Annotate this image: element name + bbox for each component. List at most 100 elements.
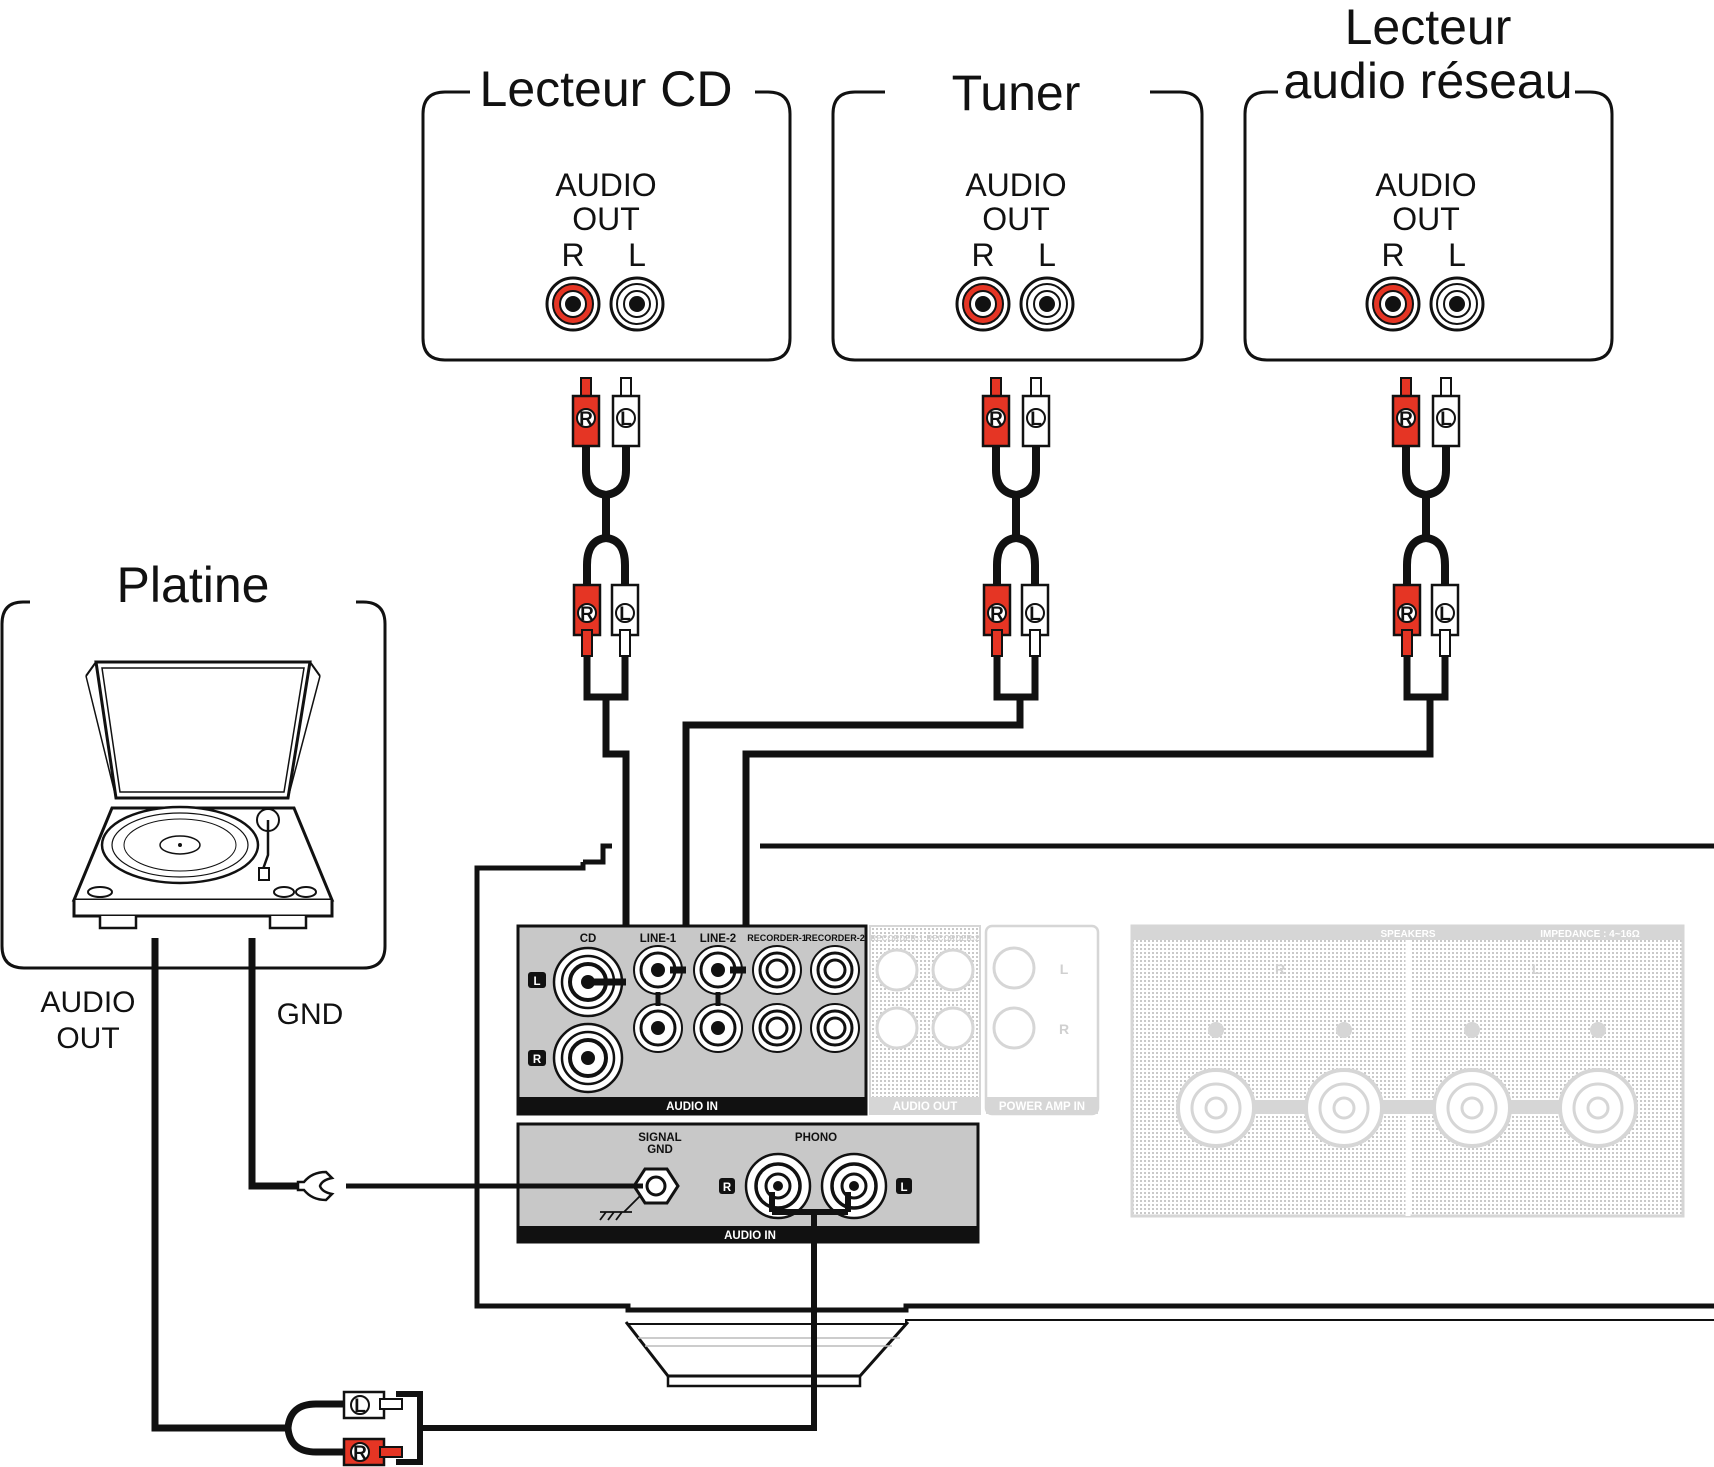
phono-label: PHONO — [795, 1132, 837, 1144]
network-jack-l[interactable] — [1429, 276, 1485, 332]
cd-plug-l-top: L — [611, 377, 641, 448]
network-audio-out-label-1: AUDIO — [1375, 167, 1476, 203]
power-amp-in-panel: POWER AMP IN L R — [984, 924, 1100, 1116]
audio-out-rec1-jack-l[interactable] — [875, 948, 919, 992]
tuner-jack-l[interactable] — [1019, 276, 1075, 332]
audio-out-recorder2-label: RECORDER-2 — [927, 934, 980, 943]
impedance-label: IMPEDANCE : 4~16Ω — [1540, 929, 1639, 940]
recorder2-jack-l[interactable] — [810, 945, 860, 995]
signal-gnd-label-1: SIGNAL — [638, 1132, 681, 1144]
tuner-plug-r-bottom-letter: R — [990, 604, 1004, 625]
line2-jack-l[interactable] — [693, 945, 743, 995]
speakers-label: SPEAKERS — [1380, 929, 1435, 940]
phono-jack-r[interactable] — [744, 1152, 812, 1220]
tuner-plug-r-top-letter: R — [989, 409, 1003, 430]
tuner-plug-l-top: L — [1021, 377, 1051, 448]
network-plug-l-bottom-letter: L — [1439, 604, 1451, 625]
cd-plug-r-bottom-letter: R — [580, 604, 594, 625]
audio-out-recorder1-label: RECORDER-1 — [871, 934, 924, 943]
network-player-title-line-1: Lecteur — [1345, 0, 1512, 55]
tuner-plug-r-top: R — [981, 377, 1011, 448]
network-plug-l-top: L — [1431, 377, 1461, 448]
phono-jack-l[interactable] — [820, 1152, 888, 1220]
cd-plug-r-top: R — [571, 377, 601, 448]
speaker-terminal-r-plus[interactable] — [1176, 1022, 1256, 1148]
phono-r-badge: R — [723, 1182, 732, 1194]
speaker-terminal-l-minus[interactable] — [1432, 1022, 1512, 1148]
turntable-plug-l: L — [342, 1390, 403, 1420]
turntable-plug-r: R — [342, 1437, 403, 1467]
recorder2-jack-r[interactable] — [810, 1003, 860, 1053]
recorder2-input-label: RECORDER-2 — [805, 933, 865, 943]
network-plug-l-bottom: L — [1430, 583, 1460, 657]
amplifier-body — [474, 843, 1714, 1388]
power-amp-in-footer: POWER AMP IN — [999, 1101, 1085, 1113]
audio-in-panel-footer: AUDIO IN — [666, 1101, 718, 1113]
cd-audio-out-label-1: AUDIO — [555, 167, 656, 203]
power-amp-jack-l[interactable] — [992, 946, 1036, 990]
cd-jack-r[interactable] — [545, 276, 601, 332]
speakers-panel: SPEAKERS IMPEDANCE : 4~16Ω R L — [1130, 924, 1685, 1218]
cd-player-box: Lecteur CD AUDIO OUT R L — [421, 61, 792, 362]
tuner-plug-l-bottom: L — [1020, 583, 1050, 657]
cd-plug-l-top-letter: L — [620, 409, 632, 430]
phono-panel-footer: AUDIO IN — [724, 1230, 776, 1242]
speaker-terminal-r-minus[interactable] — [1304, 1022, 1384, 1148]
tuner-audio-out-label-2: OUT — [982, 201, 1050, 237]
cd-plug-l-bottom-letter: L — [619, 604, 631, 625]
network-plug-r-top-letter: R — [1399, 409, 1413, 430]
tuner-r-label: R — [971, 237, 994, 273]
network-r-label: R — [1381, 237, 1404, 273]
cd-player-title: Lecteur CD — [480, 61, 733, 117]
tuner-box: Tuner AUDIO OUT R L — [831, 65, 1204, 362]
speaker-terminal-l-plus[interactable] — [1558, 1022, 1638, 1148]
cd-input-jack-r[interactable] — [552, 1022, 624, 1094]
spade-lug-icon — [296, 1170, 335, 1202]
power-amp-jack-r[interactable] — [992, 1006, 1036, 1050]
line2-jack-r[interactable] — [693, 1003, 743, 1053]
phono-panel: AUDIO IN SIGNAL GND PHONO R L — [516, 1122, 980, 1244]
recorder1-input-label: RECORDER-1 — [747, 933, 807, 943]
cd-r-label: R — [561, 237, 584, 273]
turntable-title: Platine — [117, 557, 270, 613]
network-plug-l-top-letter: L — [1440, 409, 1452, 430]
turntable-audio-out-label-1: AUDIO — [40, 986, 135, 1019]
network-plug-r-bottom-letter: R — [1400, 604, 1414, 625]
tuner-audio-out-label-1: AUDIO — [965, 167, 1066, 203]
audio-out-rec2-jack-l[interactable] — [931, 948, 975, 992]
speakers-l-label: L — [1532, 961, 1541, 977]
cd-l-label: L — [628, 237, 646, 273]
power-amp-l-label: L — [1060, 961, 1069, 977]
turntable-plug-r-letter: R — [353, 1443, 367, 1464]
cd-audio-out-label-2: OUT — [572, 201, 640, 237]
turntable-box: Platine — [0, 557, 387, 970]
audio-out-rec1-jack-r[interactable] — [875, 1006, 919, 1050]
tuner-plug-l-top-letter: L — [1030, 409, 1042, 430]
line1-jack-l[interactable] — [633, 945, 683, 995]
network-plug-r-top: R — [1391, 377, 1421, 448]
signal-gnd-label-2: GND — [647, 1144, 673, 1156]
audio-out-rec2-jack-r[interactable] — [931, 1006, 975, 1050]
recorder1-jack-r[interactable] — [752, 1003, 802, 1053]
network-player-title-line-2: audio réseau — [1283, 53, 1572, 109]
cd-input-label: CD — [580, 933, 597, 945]
cd-jack-l[interactable] — [609, 276, 665, 332]
cd-plug-r-top-letter: R — [579, 409, 593, 430]
tuner-plug-r-bottom: R — [982, 583, 1012, 657]
recorder1-jack-l[interactable] — [752, 945, 802, 995]
cd-plug-r-bottom: R — [572, 583, 602, 657]
audio-out-panel-footer: AUDIO OUT — [893, 1101, 958, 1113]
tuner-title: Tuner — [952, 65, 1081, 121]
network-plug-r-bottom: R — [1392, 583, 1422, 657]
line1-jack-r[interactable] — [633, 1003, 683, 1053]
network-player-box: Lecteur audio réseau AUDIO OUT R L — [1243, 0, 1614, 362]
tuner-jack-r[interactable] — [955, 276, 1011, 332]
ground-symbol-icon — [599, 1195, 641, 1221]
audio-in-l-badge: L — [533, 976, 540, 988]
signal-gnd-terminal[interactable] — [632, 1167, 680, 1205]
speakers-r-label: R — [1275, 961, 1285, 977]
turntable-icon — [71, 660, 335, 930]
network-jack-r[interactable] — [1365, 276, 1421, 332]
ground-wire — [248, 938, 643, 1202]
